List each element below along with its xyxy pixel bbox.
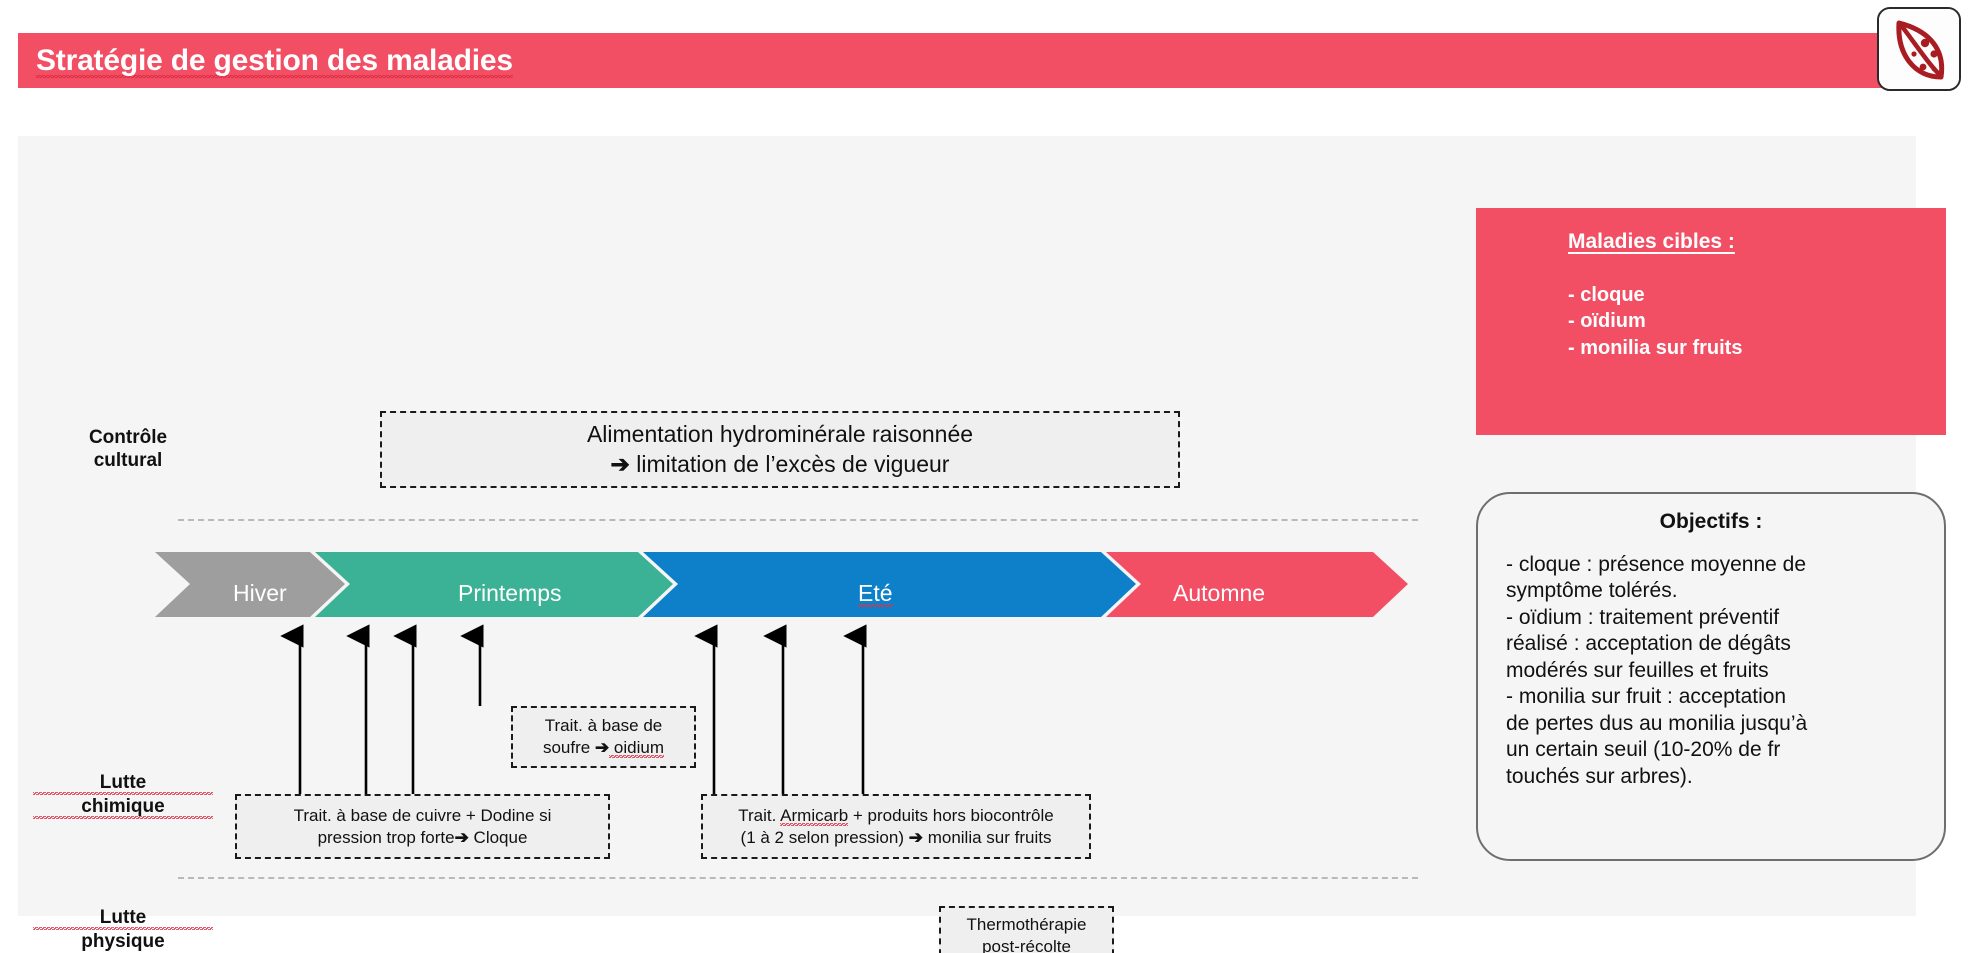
box-line: Alimentation hydrominérale raisonnée [586, 421, 974, 448]
row-label-line: physique [81, 931, 165, 953]
row-label-line: chimique [33, 795, 213, 820]
objectif-line: touchés sur arbres). [1506, 764, 1693, 788]
right-arrow-icon: ➔ [594, 738, 610, 757]
season-label-hiver: Hiver [233, 580, 287, 606]
title-banner: Stratégie de gestion des maladies [18, 33, 1916, 88]
box-line: pression trop forte➔ Cloque [318, 827, 528, 849]
row-label-line: Contrôle [88, 427, 168, 448]
panel-maladies-heading: Maladies cibles : [1568, 230, 1735, 253]
box-line-text: (1 à 2 selon pression) [740, 827, 909, 847]
box-line-text: limitation de l’excès de vigueur [636, 450, 950, 477]
row-label-controle-cultural: Contrôle cultural [38, 426, 218, 472]
panel-maladies-cibles: Maladies cibles : - cloque - oïdium - mo… [1476, 208, 1946, 435]
box-line-text: Cloque [468, 827, 528, 847]
box-line: Thermothérapie [966, 915, 1087, 935]
objectif-line-text: un certain seuil (10-20% de fr [1506, 738, 1781, 762]
row-label-line: cultural [93, 450, 163, 472]
maladie-item: - cloque [1568, 284, 1645, 306]
objectif-line: réalisé : acceptation de dégâts [1506, 632, 1791, 656]
row-label-line: Lutte [33, 906, 213, 931]
box-line: soufre ➔ oidium [542, 737, 665, 759]
box-line-text: monilia sur fruits [922, 827, 1052, 847]
box-line: ➔ limitation de l’excès de vigueur [611, 450, 950, 479]
season-label-automne: Automne [1173, 580, 1266, 606]
leaf-logo-icon [1877, 7, 1961, 91]
box-line-text: + produits hors biocontrôle [848, 805, 1054, 825]
right-arrow-icon: ➔ [454, 827, 469, 847]
panel-objectifs-body: - cloque : présence moyenne de symptôme … [1502, 552, 1920, 790]
box-line: Trait. Armicarb + produits hors biocontr… [738, 805, 1054, 827]
objectif-line: - oïdium : traitement préventif [1506, 605, 1780, 629]
season-label-printemps: Printemps [458, 580, 562, 606]
right-arrow-icon: ➔ [908, 827, 923, 847]
box-line: Trait. à base de cuivre + Dodine si [293, 805, 552, 825]
panel-objectifs: Objectifs : - cloque : présence moyenne … [1476, 492, 1946, 861]
objectif-line: modérés sur feuilles et fruits [1506, 658, 1769, 682]
right-arrow-icon: ➔ [610, 450, 630, 477]
page-title-spellcheck-word: Stratégie de gestion des maladies [36, 43, 513, 78]
box-traitement-cuivre-dodine: Trait. à base de cuivre + Dodine si pres… [235, 794, 610, 859]
box-line-text: Trait. [738, 805, 781, 825]
box-line-text-spellcheck: oidium [609, 738, 665, 758]
page-title: Stratégie de gestion des maladies [18, 43, 513, 78]
box-line-text: pression trop forte [317, 827, 455, 847]
row-label-line: Lutte [33, 771, 213, 796]
objectif-line: - cloque : présence moyenne de [1506, 553, 1807, 576]
row-label-lutte-chimique: Lutte chimique [33, 771, 213, 820]
box-line: post-récolte [982, 937, 1071, 953]
box-traitement-armicarb: Trait. Armicarb + produits hors biocontr… [701, 794, 1091, 859]
objectif-line: de pertes dus au monilia jusqu’à [1506, 711, 1808, 735]
box-traitement-soufre: Trait. à base de soufre ➔ oidium [511, 706, 696, 768]
box-alimentation-hydrominerale: Alimentation hydrominérale raisonnée ➔ l… [380, 411, 1180, 488]
maladie-item: - oïdium [1568, 310, 1646, 333]
objectif-line: symptôme tolérés. [1506, 579, 1678, 603]
box-line-text: soufre [542, 738, 595, 757]
box-line-text-spellcheck: Armicarb [780, 805, 849, 826]
box-thermotherapie: Thermothérapie post-récolte [939, 906, 1114, 953]
maladie-item: - monilia sur fruits [1568, 336, 1743, 359]
objectif-line: - monilia sur fruit : acceptation [1506, 685, 1787, 709]
row-label-lutte-physique: Lutte physique [33, 906, 213, 953]
row-separator-top [178, 519, 1418, 521]
box-line: (1 à 2 selon pression) ➔ monilia sur fru… [741, 827, 1052, 849]
box-line: Trait. à base de [544, 716, 663, 736]
season-label-ete: Eté [858, 580, 893, 607]
panel-objectifs-heading: Objectifs : [1659, 510, 1763, 533]
objectif-line: un certain seuil (10-20% de fr [1506, 737, 1920, 763]
row-separator-bottom [178, 877, 1418, 879]
